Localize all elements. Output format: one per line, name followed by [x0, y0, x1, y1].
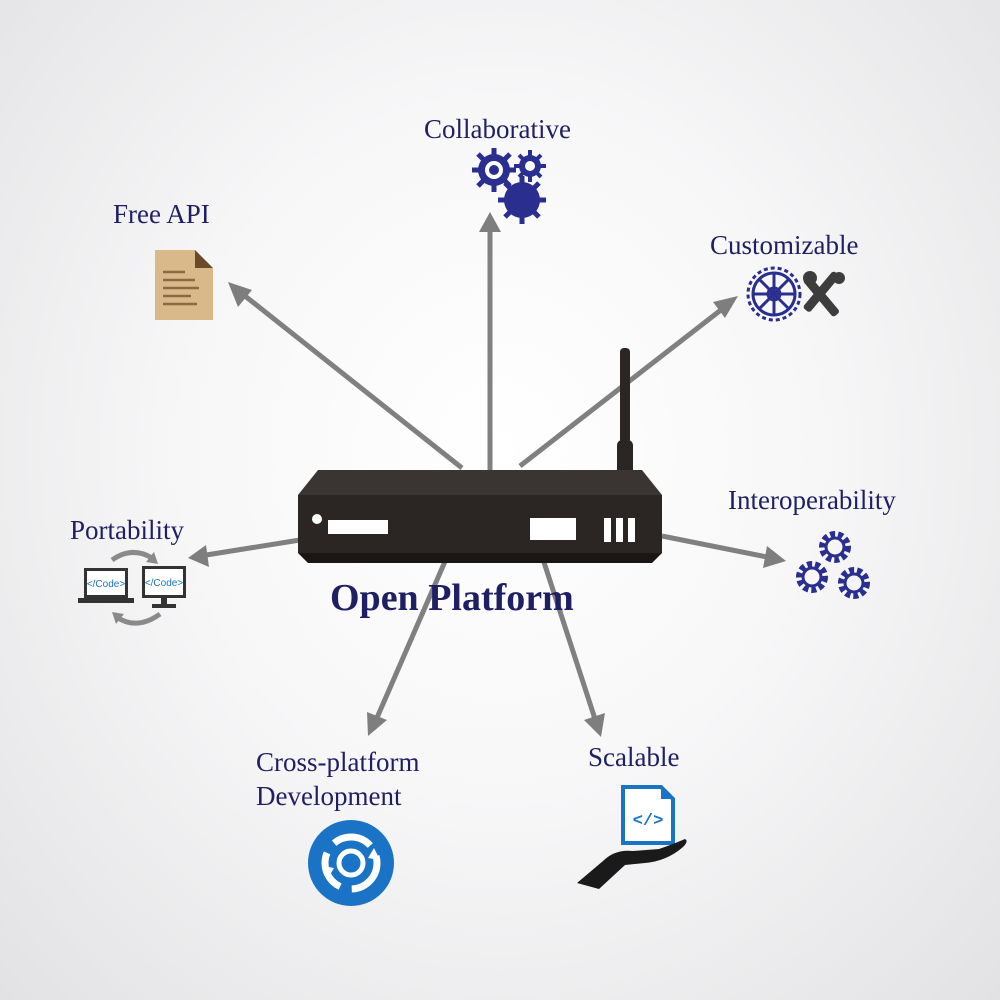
arrowhead-cross-platform: [367, 712, 387, 736]
router-top: [298, 470, 662, 495]
label-portability: Portability: [70, 515, 184, 545]
label-customizable: Customizable: [710, 230, 859, 260]
arrowhead-scalable: [584, 713, 605, 737]
label-scalable: Scalable: [588, 742, 680, 772]
hand-code-file-icon: </>: [577, 785, 687, 889]
sync-circle-icon: [308, 820, 394, 906]
arrow-portability: [199, 537, 301, 559]
label-cross-platform: Cross-platform Development: [256, 746, 419, 814]
laptop-monitor-sync-icon: </Code> </Code>: [78, 550, 186, 626]
code-tag-laptop: </Code>: [87, 579, 126, 590]
label-collaborative: Collaborative: [424, 114, 571, 144]
code-symbol: </>: [633, 812, 664, 831]
gears-icon: [796, 531, 870, 599]
arrow-free-api: [238, 290, 464, 470]
arrowhead-free-api: [228, 282, 252, 307]
arrow-interoperability: [661, 533, 773, 561]
router-led-2: [616, 518, 623, 542]
arrowhead-collaborative: [479, 212, 501, 232]
document-icon: [155, 250, 213, 320]
arrow-cross-platform: [373, 549, 453, 721]
router-led-3: [628, 518, 635, 542]
code-tag-monitor: </Code>: [145, 578, 184, 589]
label-cross-platform-line2: Development: [256, 780, 402, 811]
label-interoperability: Interoperability: [728, 485, 896, 515]
gears-icon: [472, 148, 546, 224]
router-led-1: [604, 518, 611, 542]
arrowhead-portability: [188, 545, 209, 567]
center-title: Open Platform: [330, 577, 574, 619]
router-port-block: [530, 518, 576, 540]
router-display: [328, 520, 388, 534]
label-cross-platform-line1: Cross-platform: [256, 747, 420, 777]
arrowhead-customizable: [713, 296, 738, 318]
router-power-light: [312, 514, 322, 524]
arrowhead-interoperability: [763, 546, 786, 568]
label-free-api: Free API: [113, 199, 210, 229]
arrow-scalable: [537, 549, 599, 723]
gear-and-tools-icon: [746, 266, 845, 322]
